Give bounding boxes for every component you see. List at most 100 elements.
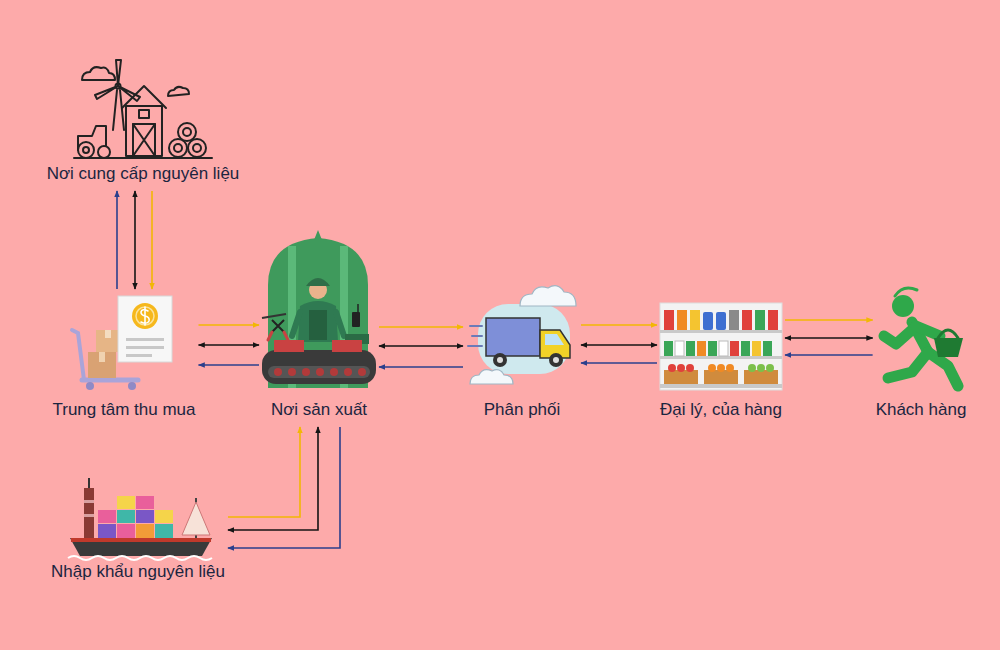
icon-part bbox=[86, 382, 94, 390]
flow-arrow bbox=[199, 344, 260, 346]
node-label: Phân phối bbox=[484, 400, 561, 420]
node-label: Nơi cung cấp nguyên liệu bbox=[47, 164, 240, 184]
icon-slot bbox=[69, 292, 179, 388]
icon-part bbox=[332, 340, 362, 352]
icon-part bbox=[888, 352, 928, 378]
stage-node: Khách hàng bbox=[876, 290, 967, 424]
icon-part bbox=[719, 341, 728, 356]
icon-part bbox=[133, 124, 155, 156]
icon-part bbox=[71, 538, 211, 542]
icon-part bbox=[155, 510, 173, 523]
icon-slot bbox=[660, 303, 782, 390]
node-label: Đại lý, của hàng bbox=[660, 400, 782, 420]
icon-part bbox=[306, 278, 330, 286]
node-label: Nhập khẩu nguyên liệu bbox=[51, 562, 225, 582]
flow-arrow bbox=[785, 354, 873, 356]
icon-part bbox=[98, 146, 110, 158]
flow-arrow bbox=[581, 344, 657, 346]
farm-icon bbox=[74, 60, 212, 158]
icon-part bbox=[83, 147, 89, 153]
icon-part bbox=[314, 230, 322, 240]
icon-part bbox=[274, 340, 304, 352]
icon-part bbox=[744, 370, 778, 384]
icon-part bbox=[84, 500, 94, 503]
icon-part bbox=[768, 310, 778, 330]
icon-part bbox=[716, 312, 726, 330]
flow-arrow bbox=[199, 324, 260, 326]
flow-arrow bbox=[785, 337, 873, 339]
icon-slot bbox=[72, 58, 214, 160]
stage-node: Nhập khẩu nguyên liệu bbox=[51, 476, 225, 586]
icon-part bbox=[468, 326, 482, 346]
node-label: Trung tâm thu mua bbox=[53, 400, 196, 420]
icon-part bbox=[128, 382, 136, 390]
icon-part bbox=[141, 307, 149, 325]
icon-part bbox=[268, 366, 370, 378]
icon-part bbox=[105, 330, 111, 338]
icon-part bbox=[708, 364, 716, 372]
flow-arrow bbox=[116, 191, 118, 289]
flow-arrow bbox=[228, 427, 300, 517]
icon-part bbox=[675, 341, 684, 356]
icon-part bbox=[763, 341, 772, 356]
icon-part bbox=[726, 364, 734, 372]
icon-part bbox=[268, 332, 288, 340]
icon-part bbox=[117, 510, 135, 523]
icon-part bbox=[272, 320, 284, 332]
icon-slot bbox=[64, 476, 212, 560]
flow-arrow bbox=[228, 427, 318, 530]
icon-part bbox=[497, 357, 503, 363]
icon-part bbox=[697, 341, 706, 356]
icon-part bbox=[748, 364, 756, 372]
icon-part bbox=[88, 352, 116, 378]
icon-part bbox=[493, 353, 507, 367]
icon-part bbox=[357, 304, 359, 312]
flow-arrow bbox=[785, 319, 873, 321]
icon-slot bbox=[876, 290, 966, 392]
icon-part bbox=[99, 352, 105, 362]
stage-node: Nơi sản xuất bbox=[262, 228, 376, 424]
icon-part bbox=[730, 341, 739, 356]
icon-part bbox=[668, 364, 676, 372]
icon-part bbox=[660, 303, 782, 390]
icon-part bbox=[755, 310, 765, 330]
flow-arrow bbox=[379, 366, 463, 368]
icon-part bbox=[708, 341, 717, 356]
flow-arrow bbox=[151, 191, 153, 289]
icon-part bbox=[95, 60, 140, 101]
icon-part bbox=[122, 86, 166, 108]
icon-part bbox=[136, 524, 154, 538]
icon-part bbox=[928, 352, 958, 386]
icon-part bbox=[98, 524, 116, 538]
ship-icon bbox=[68, 478, 212, 560]
icon-part bbox=[168, 87, 189, 96]
icon-part bbox=[703, 312, 713, 330]
icon-part bbox=[139, 110, 149, 118]
icon-part bbox=[113, 90, 124, 130]
icon-part bbox=[74, 157, 212, 159]
icon-part bbox=[182, 502, 210, 535]
icon-part bbox=[752, 341, 761, 356]
node-label: Nơi sản xuất bbox=[271, 400, 367, 420]
icon-part bbox=[262, 350, 376, 384]
stage-node: Phân phối bbox=[466, 287, 578, 424]
icon-part bbox=[478, 304, 570, 374]
flow-arrow bbox=[379, 345, 463, 347]
icon-part bbox=[742, 310, 752, 330]
icon-part bbox=[136, 510, 154, 523]
icon-part bbox=[288, 368, 296, 376]
flow-arrow bbox=[134, 191, 136, 289]
icon-part bbox=[274, 368, 282, 376]
customer-icon bbox=[884, 288, 963, 386]
icon-part bbox=[938, 330, 958, 338]
icon-part bbox=[136, 496, 154, 509]
truck-icon bbox=[468, 286, 576, 384]
icon-part bbox=[934, 338, 963, 357]
icon-part bbox=[660, 330, 782, 333]
icon-slot bbox=[466, 287, 578, 388]
icon-part bbox=[72, 330, 84, 380]
icon-part bbox=[729, 310, 739, 330]
icon-part bbox=[549, 353, 563, 367]
